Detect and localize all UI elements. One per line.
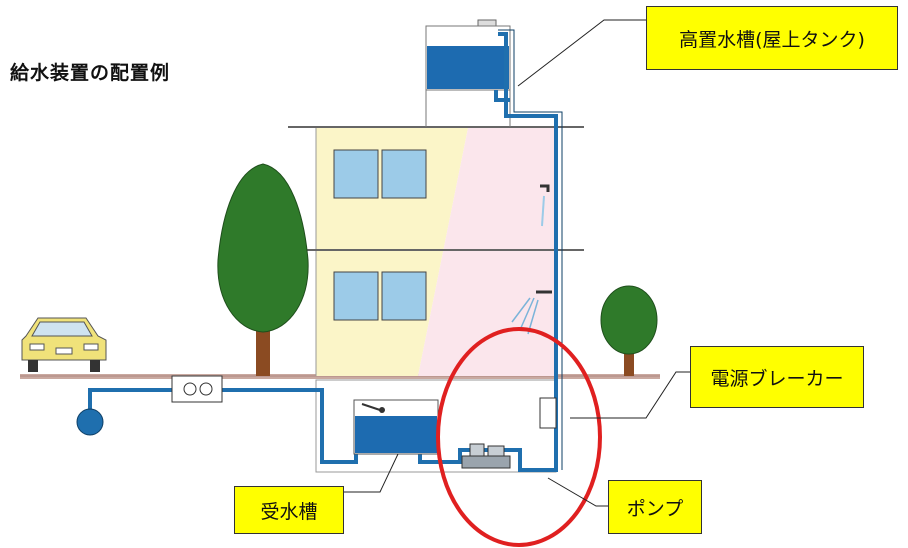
water-main	[76, 408, 104, 436]
pump-label: ポンプ	[608, 480, 702, 534]
breaker-box	[539, 397, 557, 429]
building	[288, 126, 584, 376]
pump-unit	[461, 443, 511, 469]
tree-small	[600, 285, 658, 376]
diagram-title: 給水装置の配置例	[10, 62, 171, 84]
leader-lines	[340, 19, 692, 507]
window-lower	[333, 271, 427, 321]
water-meter	[171, 375, 223, 403]
shower-head	[511, 290, 552, 335]
tree-large	[217, 163, 309, 376]
elevated-tank	[425, 19, 511, 127]
receiving-tank-label: 受水槽	[234, 486, 344, 534]
elevated-tank-label: 高置水槽(屋上タンク)	[646, 6, 898, 70]
water-pipes	[88, 32, 558, 472]
window-upper	[333, 149, 427, 199]
car	[21, 317, 107, 372]
receiving-tank	[353, 399, 439, 455]
pump-highlight-circle	[436, 327, 602, 547]
faucet-upper	[540, 184, 550, 227]
breaker-label: 電源ブレーカー	[690, 346, 864, 408]
